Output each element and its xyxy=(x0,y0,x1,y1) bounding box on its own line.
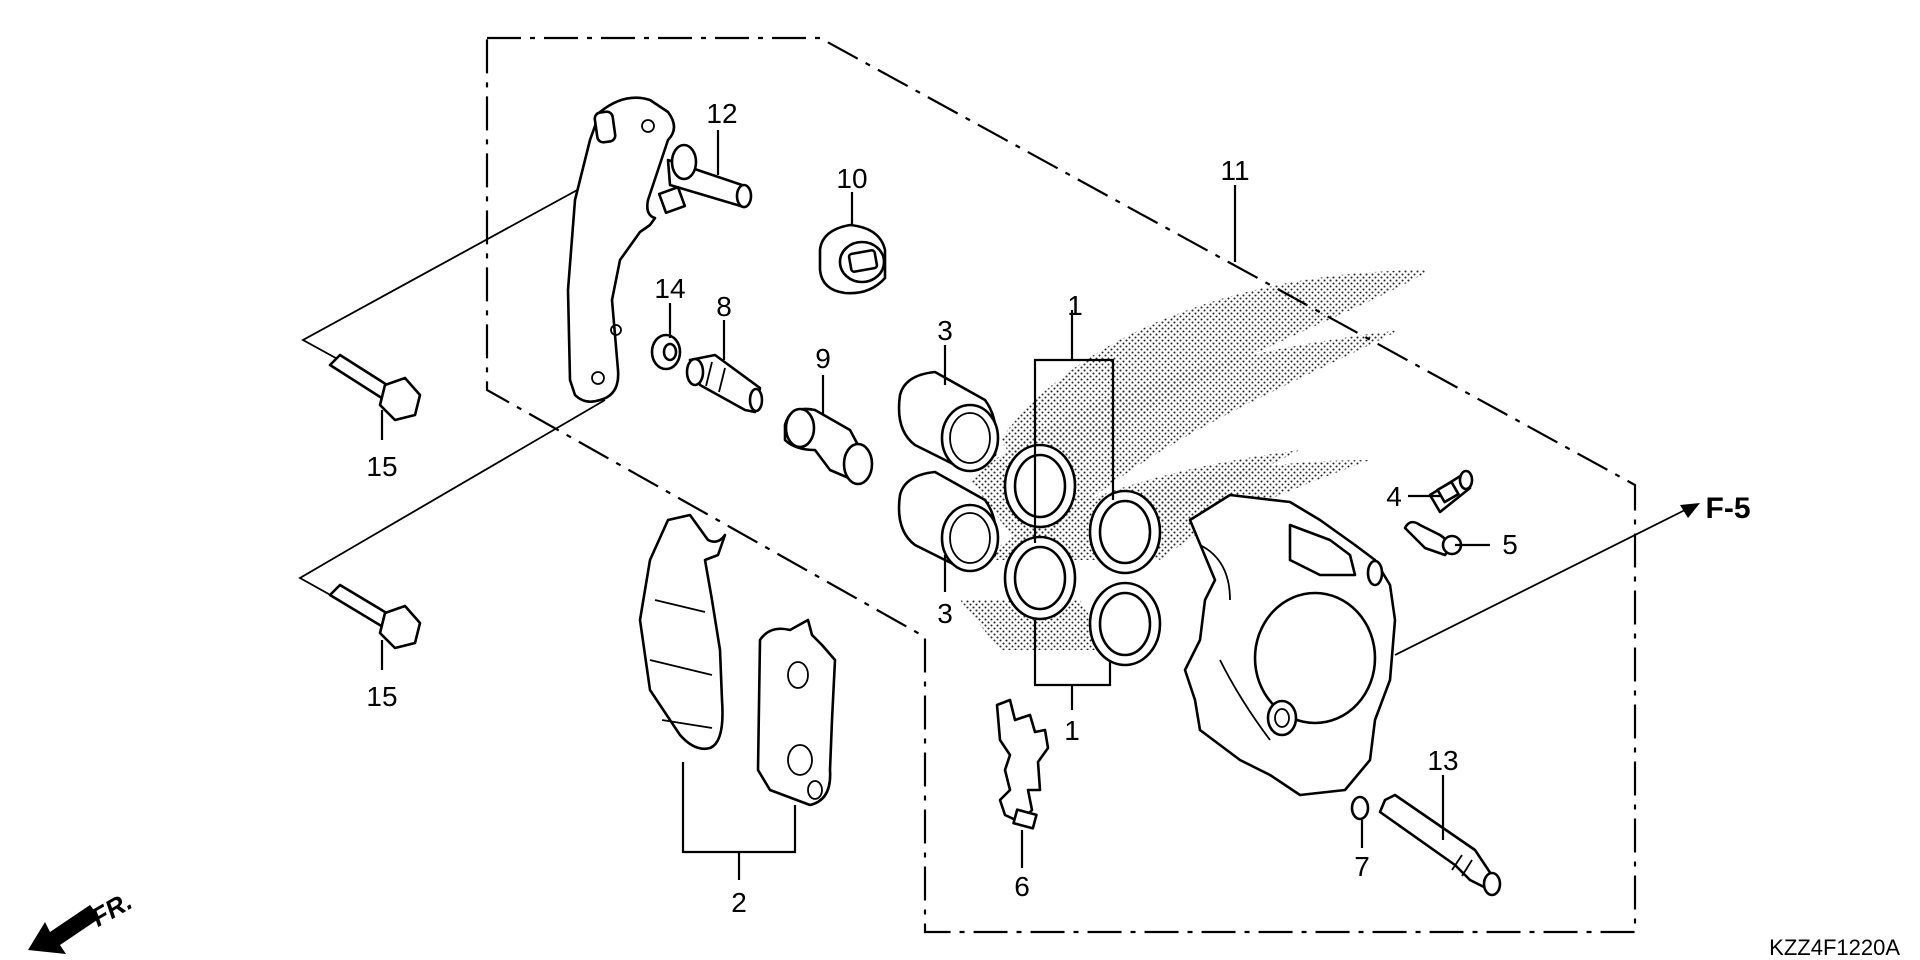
callout-11: 11 xyxy=(1220,155,1249,186)
callout-8: 8 xyxy=(716,291,732,322)
assembly-boundary-11 xyxy=(485,36,1637,934)
front-arrow-icon xyxy=(28,905,100,954)
callout-1-lower: 1 xyxy=(1064,715,1080,746)
brake-pad-right-part-2 xyxy=(756,618,837,807)
callout-3-lower: 3 xyxy=(937,598,953,629)
bleeder-screw-part-4 xyxy=(1428,469,1474,514)
bracket-bolt-lower-part-15 xyxy=(328,583,422,650)
callout-3-upper: 3 xyxy=(937,315,953,346)
bracket-bolt-upper-part-15 xyxy=(328,353,422,422)
callout-15-upper: 15 xyxy=(366,451,397,482)
plug-part-10 xyxy=(818,223,887,295)
front-direction-label: FR. xyxy=(86,886,137,933)
callout-12: 12 xyxy=(706,98,737,129)
bracket-bolt-leaders xyxy=(298,141,666,603)
caliper-body-part-11 xyxy=(1183,493,1397,797)
f5-reference-label: F-5 xyxy=(1706,492,1751,525)
leader-lines xyxy=(380,130,1686,880)
diagram-code-label: KZZ4F1220A xyxy=(1769,935,1900,960)
callout-13: 13 xyxy=(1427,745,1458,776)
callout-5: 5 xyxy=(1502,529,1518,560)
bleeder-cap-part-5 xyxy=(1403,520,1463,557)
sleeve-pin-part-9 xyxy=(783,407,874,486)
washer-part-14 xyxy=(650,333,682,371)
callout-7: 7 xyxy=(1354,851,1370,882)
callout-14: 14 xyxy=(654,273,685,304)
callout-1-upper: 1 xyxy=(1067,290,1083,321)
piston-upper-part-3 xyxy=(897,370,1000,473)
piston-lower-part-3 xyxy=(897,470,1000,573)
slide-pin-part-13 xyxy=(1378,793,1502,897)
callout-15-lower: 15 xyxy=(366,681,397,712)
seal-set-part-1 xyxy=(1003,443,1162,667)
pad-spring-part-6 xyxy=(995,698,1050,830)
callout-10: 10 xyxy=(836,163,867,194)
callout-4: 4 xyxy=(1386,481,1402,512)
f5-reference-arrow xyxy=(1680,503,1700,518)
callout-2: 2 xyxy=(731,887,747,918)
callout-labels: 12 10 11 14 8 9 3 1 3 1 15 15 2 6 7 13 4… xyxy=(366,98,1517,918)
callout-9: 9 xyxy=(815,343,831,374)
brake-pad-left-part-2 xyxy=(638,513,727,750)
clip-part-7 xyxy=(1350,795,1370,821)
callout-6: 6 xyxy=(1014,871,1030,902)
caliper-bracket-part-12 xyxy=(566,96,753,403)
pin-bolt-part-8 xyxy=(685,353,764,414)
